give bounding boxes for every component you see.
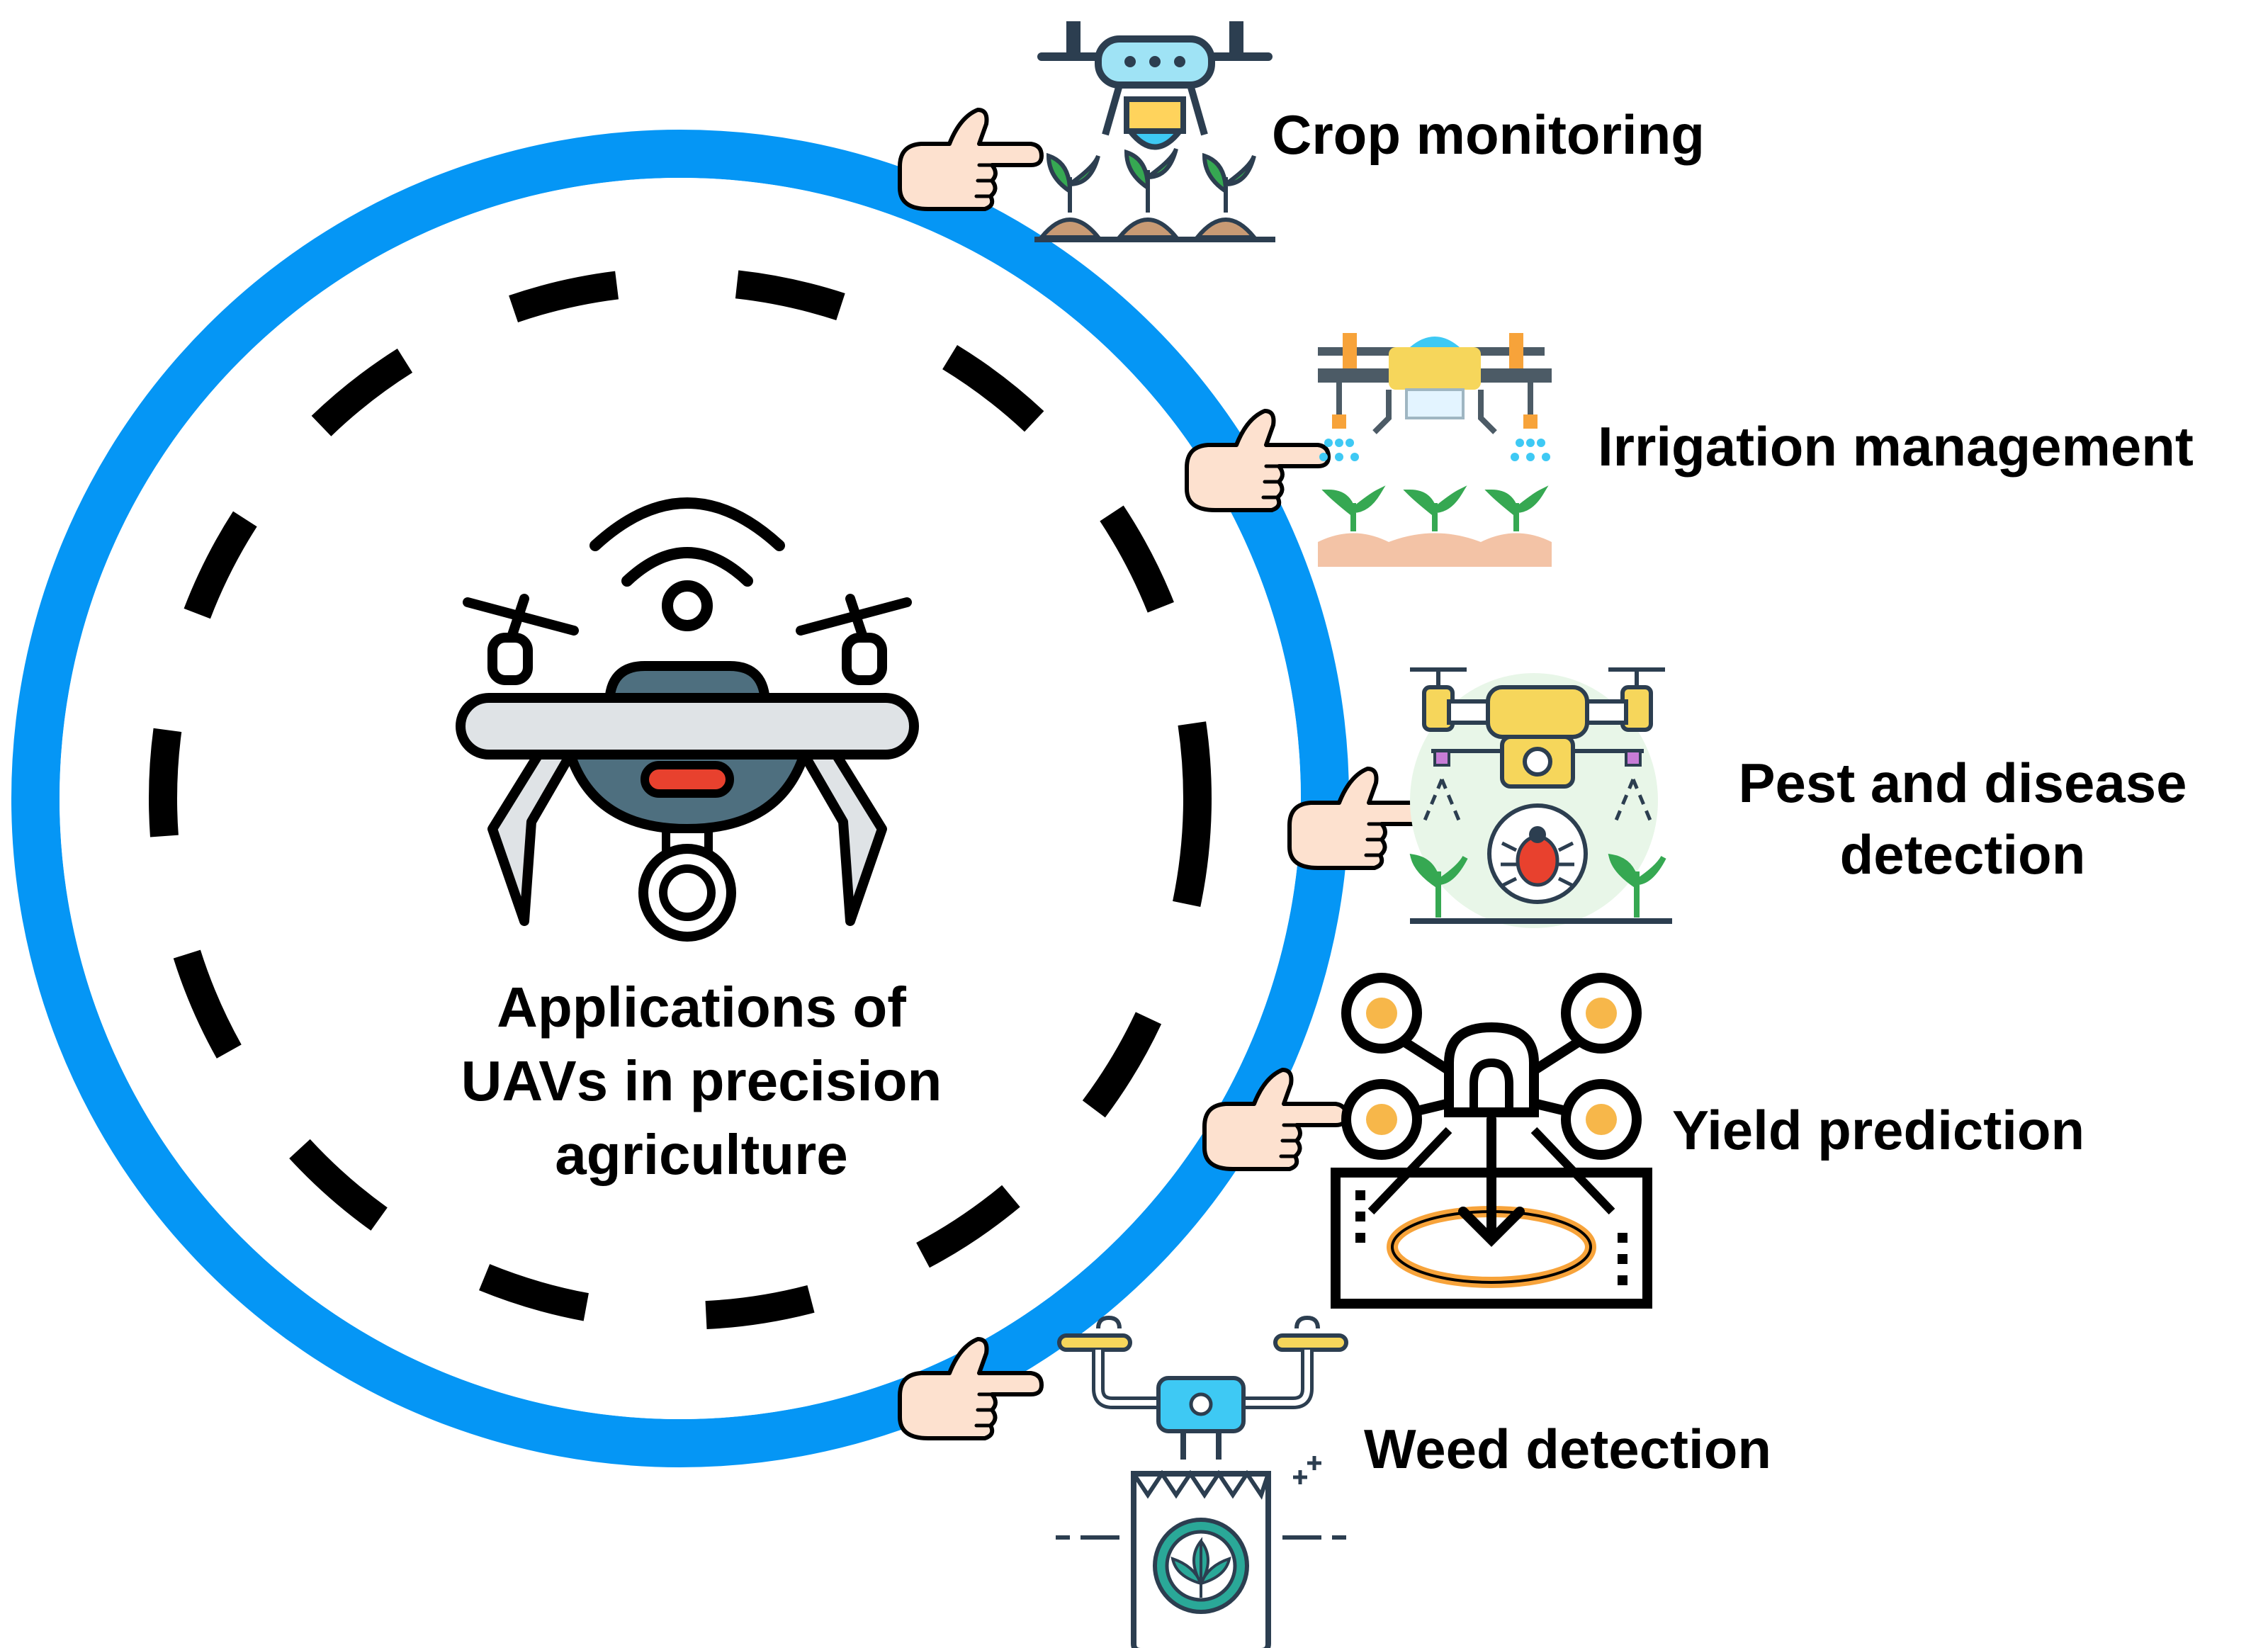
label-yield-prediction: Yield prediction <box>1672 1099 2085 1161</box>
label-crop-monitoring: Crop monitoring <box>1272 103 1705 166</box>
label-irrigation-management: Irrigation management <box>1598 415 2194 478</box>
drone-weed-detection-icon <box>1056 1315 1348 1648</box>
drone-irrigation-icon <box>1318 333 1552 567</box>
center-title-line-3: agriculture <box>555 1123 848 1186</box>
drone-yield-prediction-icon <box>1331 973 1652 1309</box>
pointer-hand-icon-1 <box>900 110 1042 209</box>
dashed-ring <box>149 267 1212 1330</box>
label-pest-disease-detection: Pest and disease detection <box>1715 747 2211 891</box>
center-title-line-2: UAVs in precision <box>461 1049 942 1112</box>
label-pest-line-1: Pest and disease <box>1738 752 2187 814</box>
central-drone-icon <box>456 497 919 942</box>
drone-pest-detection-icon <box>1409 667 1672 928</box>
center-title-line-1: Applications of <box>497 976 906 1039</box>
center-title: Applications of UAVs in precision agricu… <box>354 971 1049 1192</box>
label-weed-detection: Weed detection <box>1364 1418 1771 1480</box>
label-pest-line-2: detection <box>1839 823 2086 886</box>
outer-ring <box>11 130 1349 1467</box>
drone-crop-monitoring-icon <box>1034 21 1275 242</box>
